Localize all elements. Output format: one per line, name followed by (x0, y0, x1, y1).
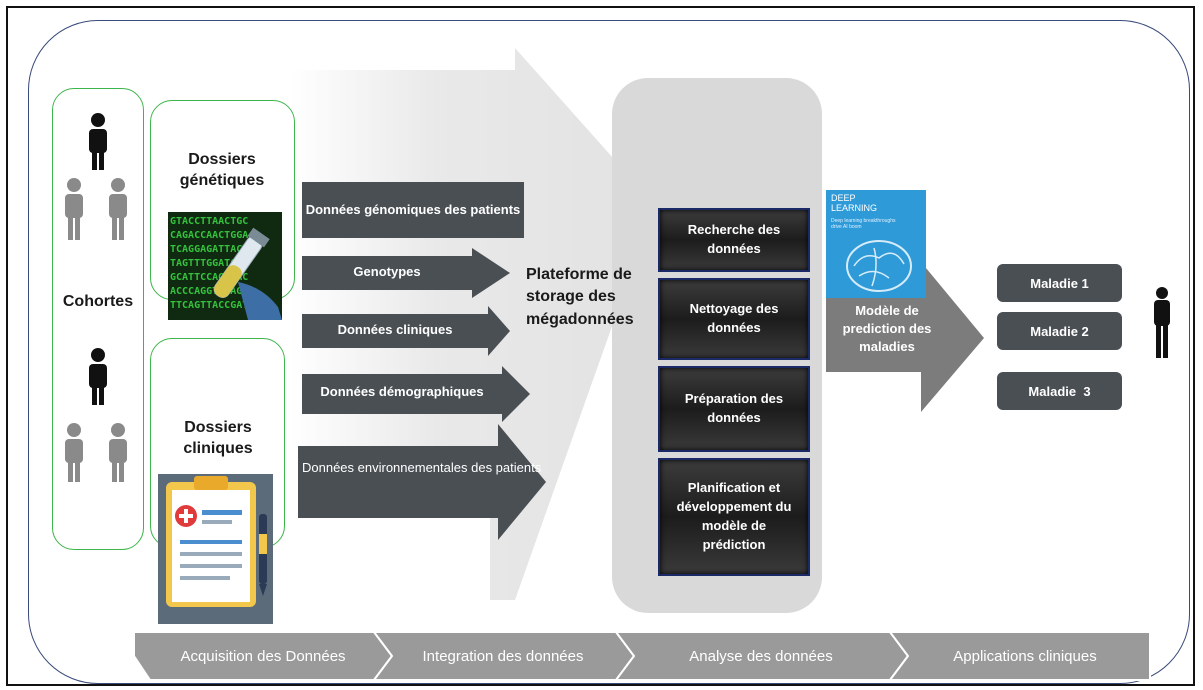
svg-text:CAGACCAACTGGA: CAGACCAACTGGA (170, 230, 248, 241)
dna-sequence-image: GTACCTTAACTGC CAGACCAACTGGA TCAGGAGATTAC… (168, 212, 282, 320)
svg-text:TCAGGAGATTACT: TCAGGAGATTACT (170, 244, 248, 255)
environmental-data-label: Données environnementales des patients (302, 460, 542, 475)
disease-1-label: Maladie 1 (1030, 275, 1089, 291)
analysis-step-preparation-label: Préparation des données (684, 391, 784, 425)
analysis-step-search-label: Recherche des données (687, 222, 781, 256)
clinical-records-label: Dossiers cliniques (183, 419, 253, 457)
clipboard-icon (158, 474, 273, 624)
analysis-step-search: Recherche des données (658, 208, 810, 272)
disease-2-label: Maladie 2 (1030, 323, 1089, 339)
outer-pipeline-border (28, 20, 1190, 684)
environmental-data-arrow (298, 424, 546, 540)
clinical-data-label: Données cliniques (337, 322, 453, 337)
cohorts-label: Cohortes (62, 293, 134, 310)
demographic-data-arrow (302, 366, 530, 422)
svg-text:TTCAGTTACCGAT: TTCAGTTACCGAT (170, 300, 248, 311)
disease-3-label: Maladie 3 (1028, 383, 1091, 399)
person-icon-grey-3 (65, 423, 83, 482)
person-icon-black-1 (89, 113, 107, 170)
analysis-step-cleaning-label: Nettoyage des données (689, 301, 779, 335)
model-label: Modèle de prediction des maladies (842, 303, 932, 355)
analysis-step-modeling-label: Planification et développement du modèle… (676, 480, 792, 552)
cohort-people-group-2 (65, 348, 127, 482)
analysis-step-preparation: Préparation des données (658, 366, 810, 452)
genotypes-arrow (302, 248, 510, 298)
svg-text:GTACCTTAACTGC: GTACCTTAACTGC (170, 216, 248, 227)
stage-acquisition-label: Acquisition des Données (180, 647, 346, 665)
genomic-data-box: Données génomiques des patients (302, 182, 524, 238)
demographic-data-label: Données démographiques (320, 384, 484, 399)
disease-1: Maladie 1 (997, 264, 1122, 302)
brain-icon (846, 240, 912, 292)
disease-3: Maladie 3 (997, 372, 1122, 410)
stage-clinical-label: Applications cliniques (953, 647, 1097, 665)
person-icon-grey-2 (109, 178, 127, 240)
patient-person-icon (1154, 287, 1170, 358)
person-icon-black-2 (89, 348, 107, 405)
stage-analysis-label: Analyse des données (689, 647, 833, 665)
person-icon-grey-4 (109, 423, 127, 482)
disease-2: Maladie 2 (997, 312, 1122, 350)
genomic-data-label: Données génomiques des patients (305, 202, 521, 218)
deep-learning-book-cover: DEEP LEARNING Deep learning breakthrough… (826, 190, 926, 298)
svg-text:TAGTTTGGATCCA: TAGTTTGGATCCA (170, 258, 248, 269)
cohort-people-group-1 (65, 113, 127, 240)
stage-integration-label: Integration des données (422, 647, 584, 665)
person-icon-grey-1 (65, 178, 83, 240)
figure-frame (6, 6, 1195, 686)
stage-chevron-clinical (888, 631, 1151, 681)
cohorts-box (52, 88, 144, 550)
analysis-step-modeling: Planification et développement du modèle… (658, 458, 810, 576)
book-title: DEEP LEARNING (831, 193, 878, 214)
svg-text:ACCCAGGTTCAGC: ACCCAGGTTCAGC (170, 286, 248, 297)
clinical-data-arrow (302, 306, 510, 356)
book-subtitle: Deep learning breakthroughs drive AI boo… (831, 218, 896, 230)
genetic-records-label: Dossiers génétiques (179, 151, 265, 189)
svg-text:GCATTCCAGGTAC: GCATTCCAGGTAC (170, 272, 248, 283)
analysis-step-cleaning: Nettoyage des données (658, 278, 810, 360)
model-arrow (826, 262, 984, 412)
platform-label: Plateforme de storage des mégadonnées (526, 266, 634, 328)
genotypes-label: Genotypes (353, 264, 421, 279)
